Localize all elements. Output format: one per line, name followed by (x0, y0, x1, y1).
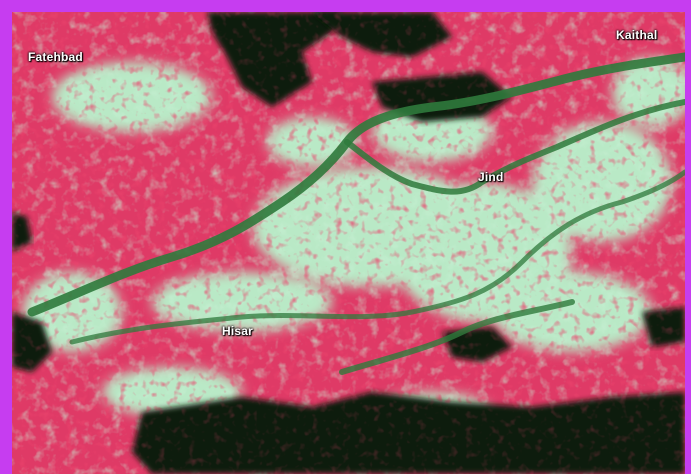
false-color-imagery (12, 12, 685, 474)
city-label-jind: Jind (478, 170, 504, 184)
satellite-map: Fatehbad Kaithal Jind Hisar (12, 12, 685, 474)
city-label-kaithal: Kaithal (616, 28, 658, 42)
city-label-hisar: Hisar (222, 324, 254, 338)
city-label-fatehabad: Fatehbad (28, 50, 83, 64)
overlay-speckle (12, 12, 685, 474)
river-network (27, 52, 685, 375)
